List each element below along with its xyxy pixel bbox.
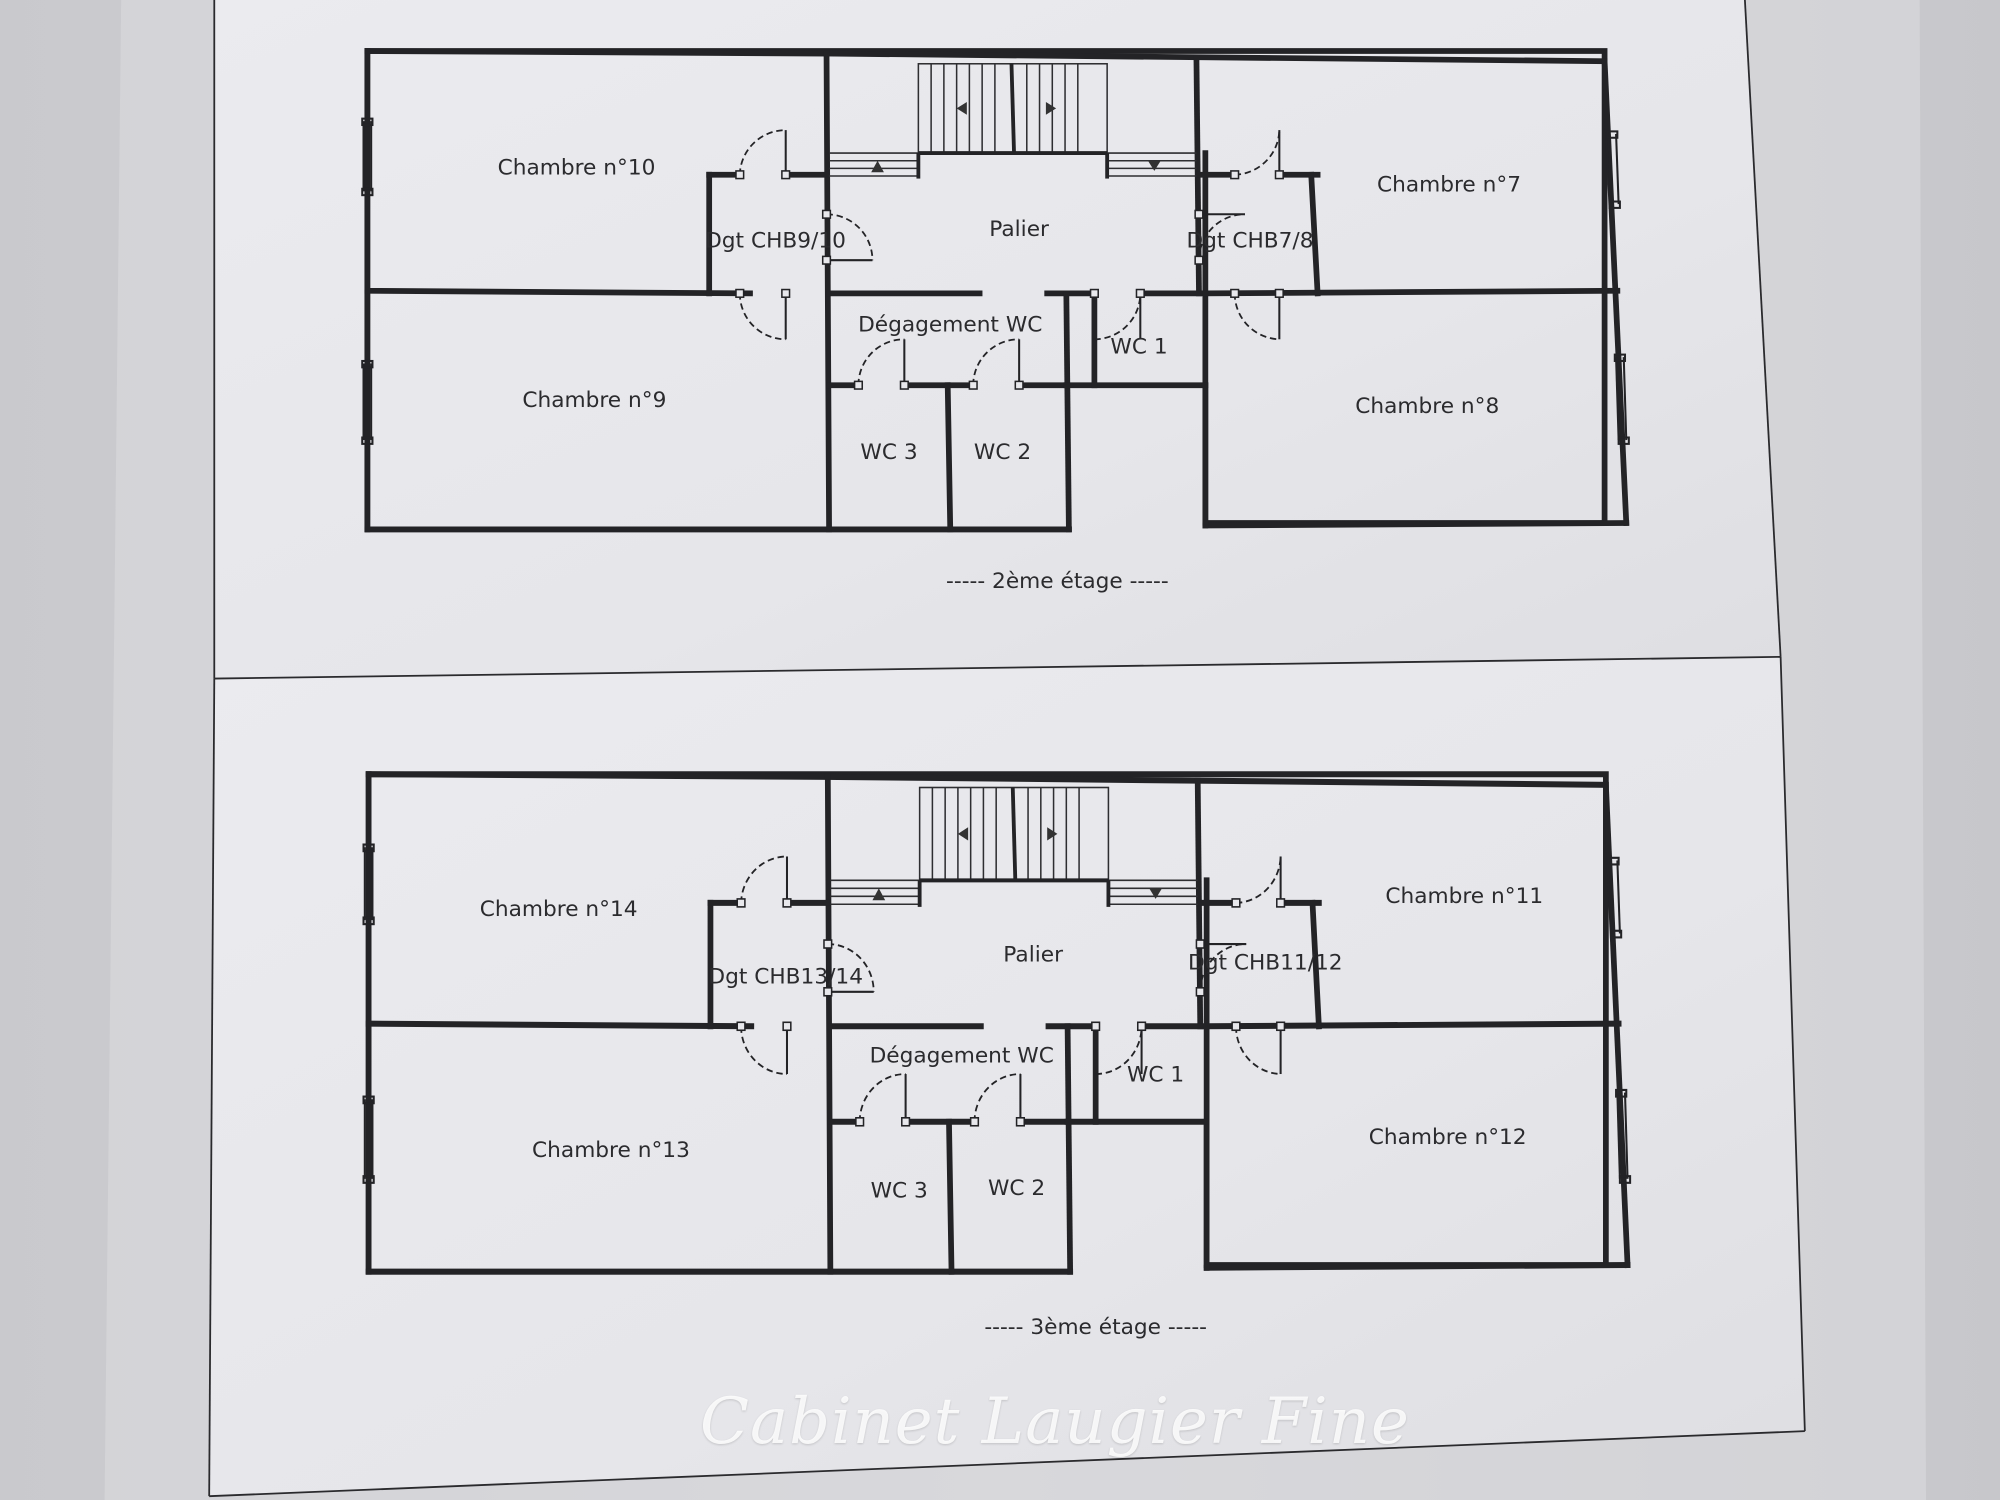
room-dgt-right: Dgt CHB11/12: [1188, 950, 1343, 975]
room-chambre-8: Chambre n°8: [1355, 394, 1499, 419]
room-wc-2: WC 2: [974, 440, 1031, 465]
floor-plan-3eme: Chambre n°14 Chambre n°13 Chambre n°11 C…: [364, 774, 1631, 1340]
room-chambre-7: Chambre n°7: [1377, 172, 1521, 197]
room-wc-3: WC 3: [860, 440, 917, 465]
room-palier: Palier: [1003, 943, 1063, 968]
room-wc-2: WC 2: [988, 1176, 1045, 1201]
room-chambre-10: Chambre n°10: [498, 156, 656, 181]
room-chambre-12: Chambre n°12: [1369, 1125, 1527, 1150]
room-chambre-11: Chambre n°11: [1385, 884, 1543, 909]
floor-plan-2eme: Chambre n°10 Chambre n°9 Chambre n°7 Cha…: [362, 51, 1629, 594]
watermark-logo: Cabinet Laugier Fine: [700, 1385, 1410, 1459]
room-chambre-14: Chambre n°14: [480, 897, 638, 922]
room-dgt-left: Dgt CHB13/14: [708, 964, 863, 989]
room-chambre-9: Chambre n°9: [522, 388, 666, 413]
room-wc-1: WC 1: [1110, 334, 1167, 359]
room-dgt-right: Dgt CHB7/8: [1186, 228, 1313, 253]
floor-caption-2eme: ----- 2ème étage -----: [946, 569, 1169, 594]
room-chambre-13: Chambre n°13: [532, 1138, 690, 1163]
room-dgt-left: Dgt CHB9/10: [705, 228, 846, 253]
room-wc-1: WC 1: [1127, 1063, 1184, 1088]
room-degagement-wc: Dégagement WC: [858, 313, 1042, 338]
room-wc-3: WC 3: [871, 1179, 928, 1204]
floor-caption-3eme: ----- 3ème étage -----: [984, 1315, 1207, 1340]
room-degagement-wc: Dégagement WC: [870, 1044, 1054, 1069]
room-palier: Palier: [989, 217, 1049, 242]
